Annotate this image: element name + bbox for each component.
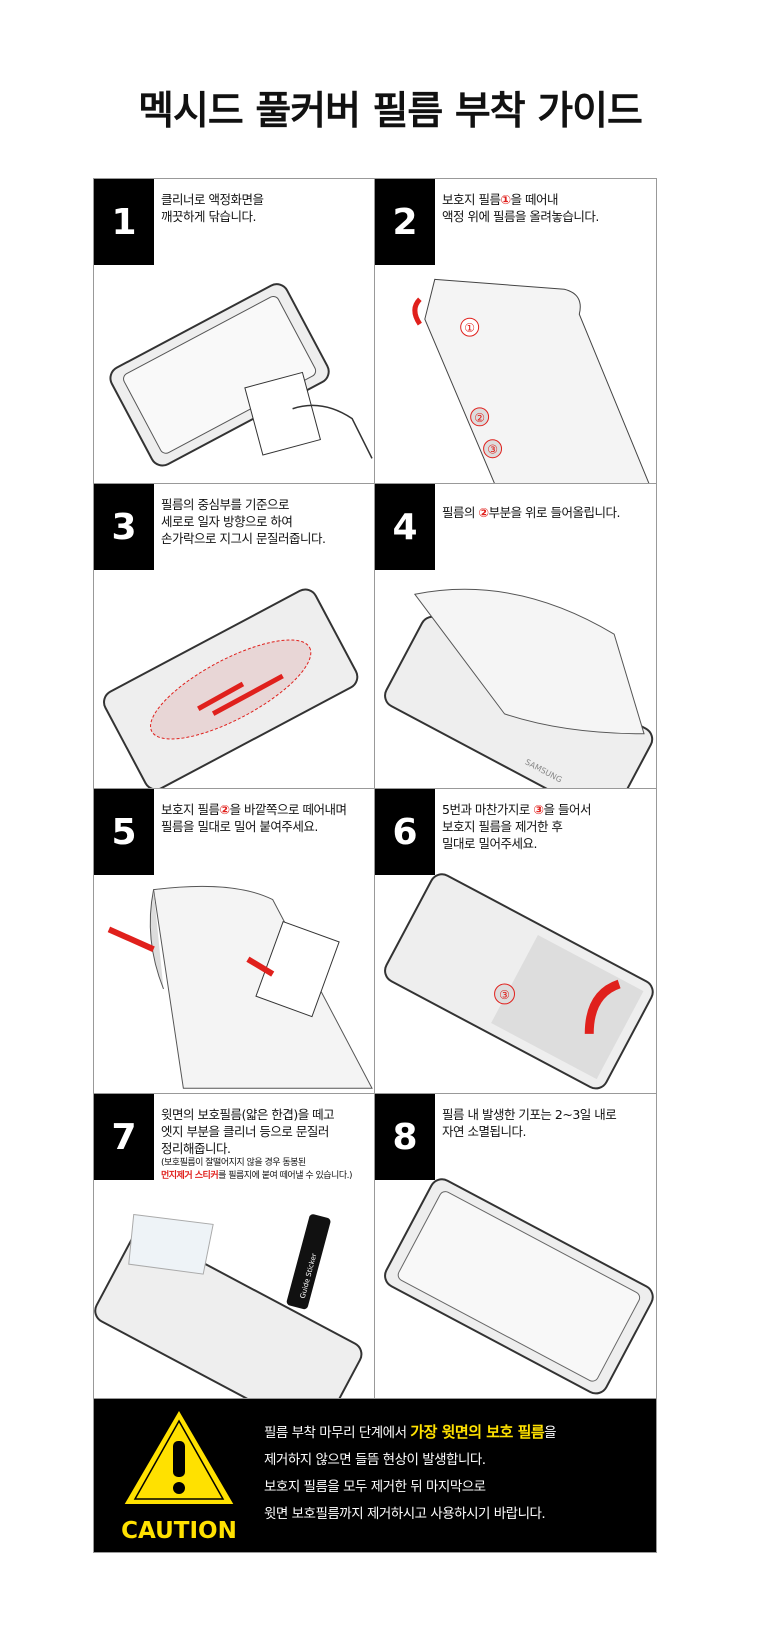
warning-icon: CAUTION [121, 1407, 237, 1544]
step-text: 엣지 부분을 클리너 등으로 문질러 [161, 1124, 329, 1139]
caution-highlight: 가장 윗면의 보호 필름 [410, 1423, 545, 1441]
marker-1: ① [500, 192, 511, 207]
phone-cleaning-illustration [109, 283, 373, 467]
step-note: (보호필름이 잘떨어지지 않을 경우 동봉된 [161, 1158, 306, 1168]
marker-3: ③ [499, 988, 510, 1002]
step-text: 세로로 일자 방향으로 하여 [161, 514, 293, 529]
step-text: 을 들어서 [543, 802, 592, 817]
marker-3: ③ [487, 443, 498, 457]
marker-2: ② [478, 505, 489, 520]
step-text: 필름의 중심부를 기준으로 [161, 497, 289, 512]
caution-text: 필름 부착 마무리 단계에서 [264, 1425, 411, 1441]
step-number: 1 [94, 179, 154, 265]
marker-3: ③ [533, 802, 544, 817]
step-text: 자연 소멸됩니다. [442, 1124, 526, 1139]
remove-film-illustration: ③ [384, 873, 654, 1090]
step-number: 3 [94, 484, 154, 570]
squeegee-illustration [107, 885, 373, 1089]
caution-banner: CAUTION 필름 부착 마무리 단계에서 가장 윗면의 보호 필름을 제거하… [94, 1399, 656, 1552]
step-text: 필름 내 발생한 기포는 2~3일 내로 [442, 1107, 617, 1122]
step-text: 보호지 필름 [161, 802, 220, 817]
step-text: 윗면의 보호필름(얇은 한겹)을 떼고 [161, 1107, 335, 1122]
step-text: 정리해줍니다. [161, 1141, 231, 1156]
caution-label: CAUTION [121, 1518, 237, 1544]
step-number: 5 [94, 789, 154, 875]
caution-text: 을 [544, 1425, 557, 1441]
caution-text: 보호지 필름을 모두 제거한 뒤 마지막으로 [264, 1479, 486, 1495]
step-number: 4 [375, 484, 435, 570]
marker-2: ② [474, 411, 485, 425]
step-text: 보호지 필름을 제거한 후 [442, 819, 563, 834]
step-text: 5번과 마찬가지로 [442, 802, 534, 817]
step-text: 클리너로 액정화면을 [161, 192, 264, 207]
step-note: 를 필름지에 붙여 떼어낼 수 있습니다.) [218, 1171, 352, 1181]
smooth-film-illustration [103, 588, 359, 788]
step-text: 깨끗하게 닦습니다. [161, 209, 256, 224]
step-number: 8 [375, 1094, 435, 1180]
page-title: 멕시드 풀커버 필름 부착 가이드 [138, 89, 643, 134]
finished-phone-illustration [384, 1178, 654, 1395]
step-number: 2 [375, 179, 435, 265]
step-text: 보호지 필름 [442, 192, 501, 207]
step-text: 밀대로 밀어주세요. [442, 836, 537, 851]
dust-sticker-note: 먼지제거 스티커 [161, 1171, 219, 1181]
step-text: 을 바깥쪽으로 떼어내며 [229, 802, 347, 817]
step-text: 필름을 밀대로 밀어 붙여주세요. [161, 819, 318, 834]
step-text: 필름의 [442, 505, 479, 520]
peel-film-illustration: ① ② ③ [412, 278, 650, 483]
step-number: 6 [375, 789, 435, 875]
step-4: 4 필름의 ②부분을 위로 들어올립니다. SAMSUNG [375, 484, 656, 788]
marker-2: ② [219, 802, 230, 817]
caution-text: 제거하지 않으면 들뜸 현상이 발생합니다. [264, 1452, 486, 1468]
step-number: 7 [94, 1094, 154, 1180]
lift-film-illustration: SAMSUNG [384, 588, 654, 788]
marker-1: ① [464, 321, 475, 335]
caution-text: 윗면 보호필름까지 제거하시고 사용하시기 바랍니다. [264, 1506, 546, 1522]
step-text: 부분을 위로 들어올립니다. [488, 505, 621, 520]
step-text: 을 떼어내 [510, 192, 559, 207]
step-text: 액정 위에 필름을 올려놓습니다. [442, 209, 599, 224]
step-text: 손가락으로 지그시 문질러줍니다. [161, 531, 326, 546]
edge-cleaning-illustration: Guide Sticker [94, 1213, 363, 1398]
